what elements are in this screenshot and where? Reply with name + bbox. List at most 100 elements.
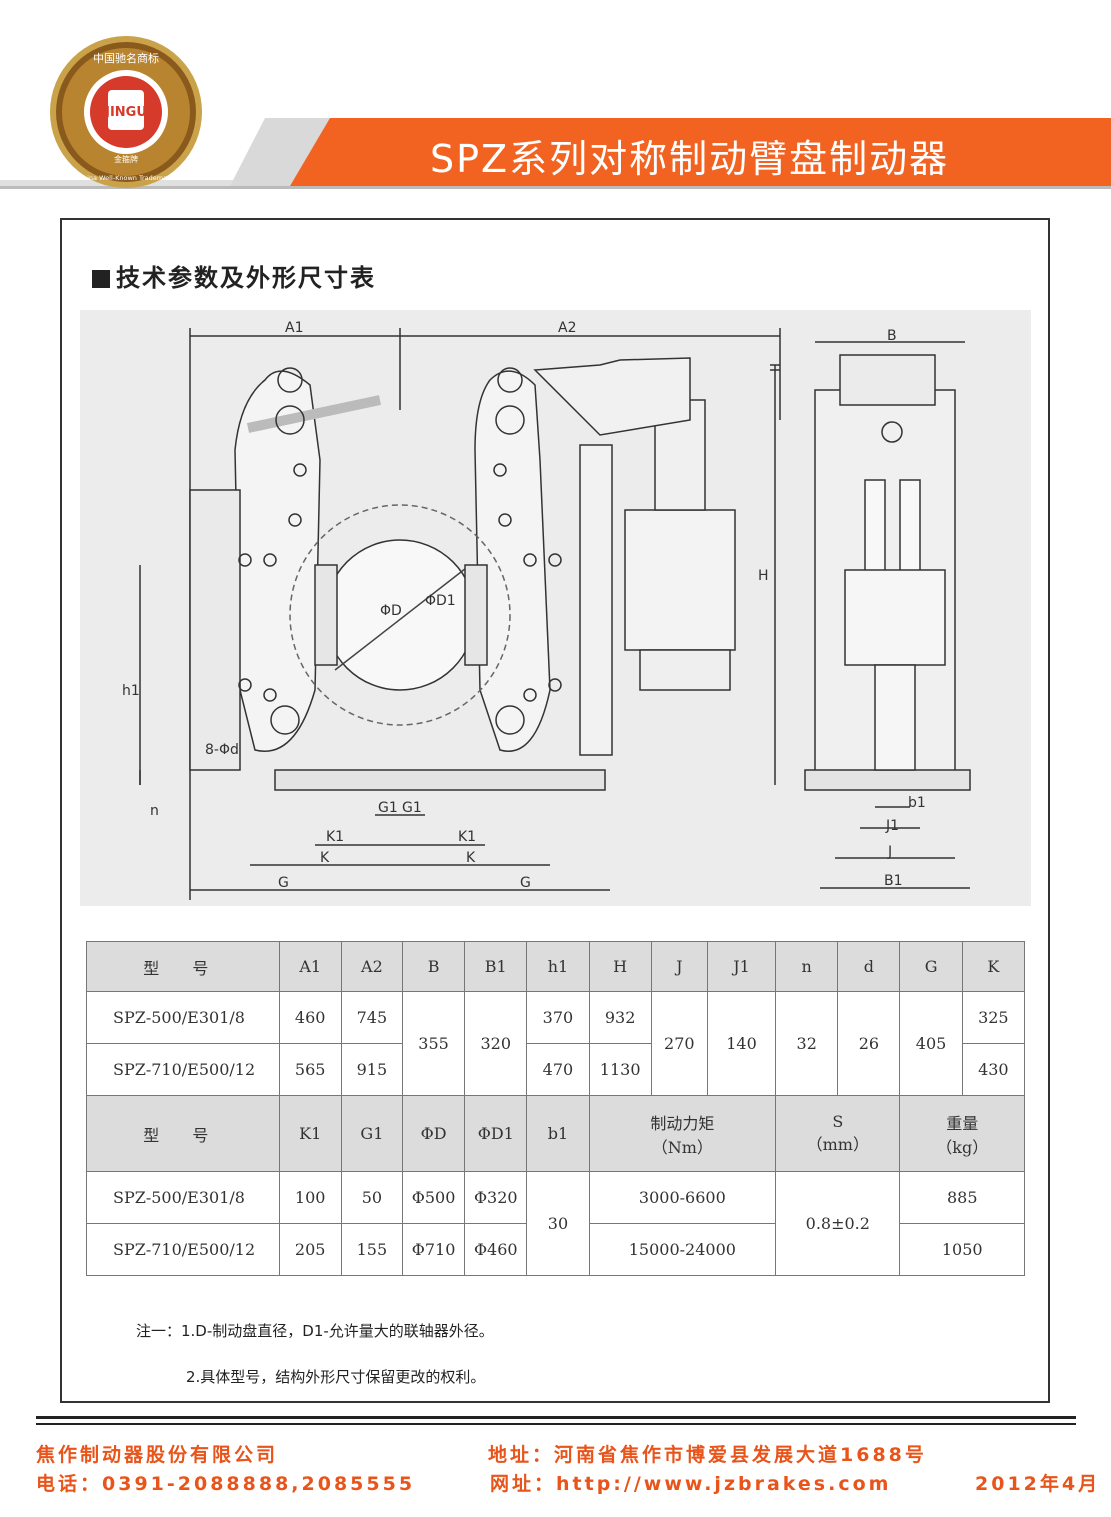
weight-header-label: 重量 [946, 1113, 979, 1133]
dim-label-b1: B1 [884, 873, 903, 889]
footer-company: 焦作制动器股份有限公司 [36, 1444, 279, 1466]
section-title-text: 技术参数及外形尺寸表 [116, 264, 376, 292]
table-header-cell: K [961, 941, 1026, 992]
table-header-cell: B [401, 941, 466, 992]
brand-logo-icon: JINGU 金箍牌 中国驰名商标 China Well-Known Tradem… [50, 36, 202, 188]
table2-header-row: 型 号 K1 G1 ΦD ΦD1 b1 制动力矩（Nm） S（mm） 重量（kg… [86, 1095, 1025, 1172]
table-cell: 15000-24000 [588, 1223, 777, 1276]
weight-unit-label: （kg） [936, 1137, 989, 1157]
svg-text:金箍牌: 金箍牌 [114, 154, 138, 164]
dim-label-k1-right: K1 [458, 829, 476, 845]
note-line-2: 2.具体型号，结构外形尺寸保留更改的权利。 [186, 1368, 486, 1386]
table1-header-row: 型 号 A1 A2 B B1 h1 H J J1 n d G K [86, 941, 1026, 992]
dim-label-g1-right: G1 [402, 800, 422, 816]
table-cell: 370 [526, 991, 590, 1044]
dim-label-phid: ΦD [380, 603, 402, 619]
table-cell: 470 [526, 1043, 590, 1096]
technical-drawing: A1 A2 B H h1 ΦD ΦD1 8-Φd n G1 G1 K1 K1 K… [80, 310, 1031, 906]
model-cell: SPZ-710/E500/12 [86, 1043, 280, 1096]
dim-label-a1: A1 [285, 320, 303, 336]
table-header-cell: J1 [706, 941, 777, 992]
table-cell: Φ500 [401, 1171, 466, 1224]
dim-label-g1-left: G1 [378, 800, 398, 816]
table-cell: 565 [278, 1043, 342, 1096]
table-cell: 0.8±0.2 [775, 1171, 901, 1276]
dim-label-k-left: K [320, 850, 330, 866]
dim-label-b: B [887, 328, 897, 344]
header-banner [0, 118, 1111, 189]
s-header-cell: S（mm） [775, 1095, 901, 1172]
dim-label-g-right: G [520, 875, 531, 891]
table-row: SPZ-710/E500/12 205 155 Φ710 Φ460 15000-… [86, 1223, 1025, 1276]
torque-header-label: 制动力矩 [650, 1113, 715, 1133]
dim-label-j: J [887, 844, 892, 860]
table-cell: 26 [837, 991, 901, 1096]
table-header-cell: G1 [340, 1095, 403, 1172]
table-header-cell: A2 [340, 941, 403, 992]
s-unit-label: （mm） [806, 1135, 869, 1154]
footer-divider [36, 1416, 1076, 1425]
table-cell: 32 [775, 991, 839, 1096]
weight-header-cell: 重量 （kg） [899, 1095, 1025, 1172]
table-cell: 155 [340, 1223, 403, 1276]
table-cell: Φ460 [464, 1223, 528, 1276]
table-row: SPZ-500/E301/8 100 50 Φ500 Φ320 30 3000-… [86, 1171, 1025, 1276]
svg-text:China Well-Known Trademark: China Well-Known Trademark [78, 174, 173, 182]
table-header-cell: b1 [526, 1095, 590, 1172]
torque-header-cell: 制动力矩 （Nm） [588, 1095, 777, 1172]
dim-label-n: n [150, 803, 159, 819]
table-row: SPZ-710/E500/12 565 915 470 1130 430 [86, 1043, 1026, 1096]
table-header-cell: B1 [464, 941, 528, 992]
table-header-cell: G [899, 941, 963, 992]
table-header-cell: d [837, 941, 901, 992]
table-cell: 320 [464, 991, 528, 1096]
table-cell: 140 [706, 991, 777, 1096]
dim-label-k-right: K [466, 850, 476, 866]
dim-label-a2: A2 [558, 320, 576, 336]
model-cell: SPZ-500/E301/8 [86, 991, 280, 1044]
dim-label-k1-left: K1 [326, 829, 344, 845]
table-cell: Φ320 [464, 1171, 528, 1224]
table-cell: 430 [961, 1043, 1026, 1096]
content-frame [60, 218, 1050, 1403]
dim-label-j1: J1 [885, 818, 899, 834]
dim-label-phid1: ΦD1 [425, 593, 456, 609]
table-cell: 460 [278, 991, 342, 1044]
dim-label-g-left: G [278, 875, 289, 891]
table-header-cell: h1 [526, 941, 590, 992]
footer-website: 网址：http://www.jzbrakes.com [490, 1473, 892, 1495]
torque-unit-label: （Nm） [651, 1137, 713, 1157]
dim-label-b1-side: b1 [908, 795, 926, 811]
model-cell: SPZ-710/E500/12 [86, 1223, 280, 1276]
table-row: SPZ-500/E301/8 460 745 355 320 370 932 2… [86, 991, 1026, 1096]
dim-label-8d: 8-Φd [205, 742, 239, 758]
page-title: SPZ系列对称制动臂盘制动器 [430, 137, 950, 181]
table-header-cell: ΦD1 [464, 1095, 528, 1172]
table-cell: 885 [899, 1171, 1025, 1224]
svg-text:JINGU: JINGU [104, 105, 147, 120]
table-header-cell: 型 号 [86, 1095, 280, 1172]
dim-label-h1: h1 [122, 683, 140, 699]
dim-label-h: H [758, 568, 769, 584]
table-cell: 355 [401, 991, 466, 1096]
table-cell: 1130 [588, 1043, 652, 1096]
note-line-1: 注一：1.D-制动盘直径，D1-允许量大的联轴器外径。 [136, 1322, 494, 1340]
table-cell: Φ710 [401, 1223, 466, 1276]
table-cell: 745 [340, 991, 403, 1044]
table-header-cell: K1 [278, 1095, 342, 1172]
table-cell: 932 [588, 991, 652, 1044]
table-header-cell: n [775, 941, 839, 992]
spec-table: 型 号 A1 A2 B B1 h1 H J J1 n d G K SPZ-500… [86, 941, 1026, 1276]
table-header-cell: 型 号 [86, 941, 280, 992]
table-cell: 205 [278, 1223, 342, 1276]
svg-text:中国驰名商标: 中国驰名商标 [93, 51, 159, 65]
table-cell: 50 [340, 1171, 403, 1224]
table-header-cell: J [650, 941, 708, 992]
table-cell: 325 [961, 991, 1026, 1044]
section-title: 技术参数及外形尺寸表 [92, 258, 376, 293]
table-cell: 915 [340, 1043, 403, 1096]
table-cell: 1050 [899, 1223, 1025, 1276]
footer-date: 2012年4月 [975, 1473, 1101, 1495]
notes: 注一：1.D-制动盘直径，D1-允许量大的联轴器外径。 2.具体型号，结构外形尺… [136, 1308, 494, 1400]
table-header-cell: H [588, 941, 652, 992]
